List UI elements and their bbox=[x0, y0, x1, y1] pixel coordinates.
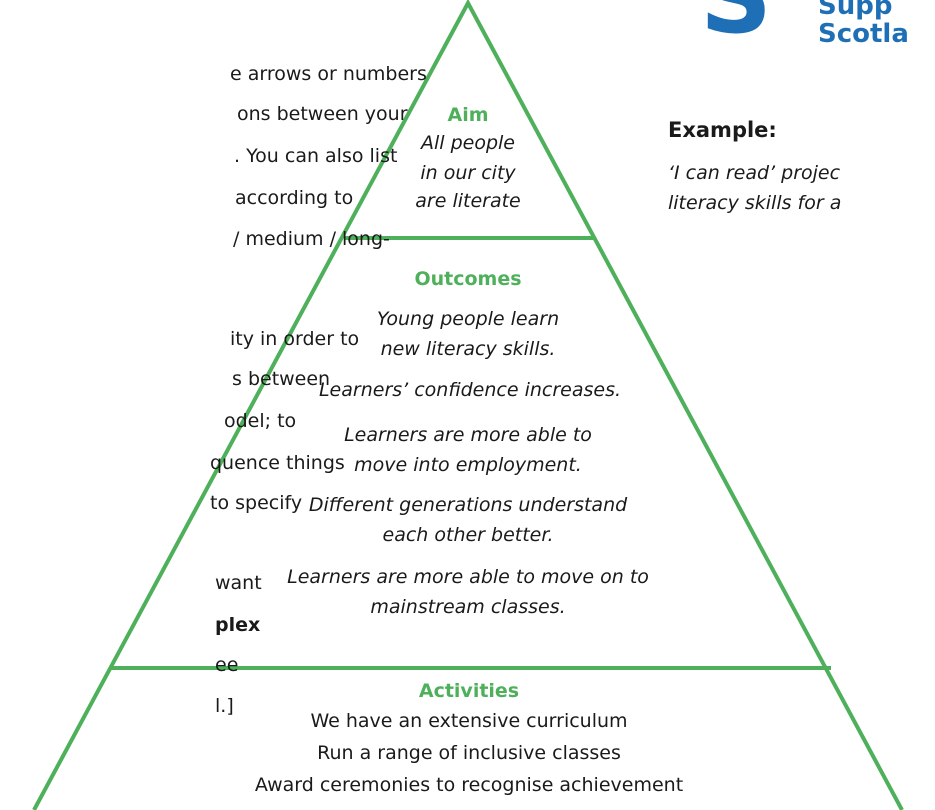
outcome-line: Learners are more able to move on to bbox=[287, 566, 649, 588]
left-text-line: want bbox=[215, 572, 262, 594]
aim-line: are literate bbox=[415, 190, 521, 212]
logo-text: Supp Scotla bbox=[818, 0, 909, 48]
left-text-line: s between bbox=[232, 368, 331, 390]
activity-line: Award ceremonies to recognise achievemen… bbox=[254, 774, 684, 796]
outcome-line: Learners’ confidence increases. bbox=[318, 379, 622, 401]
left-text-line: e arrows or numbers bbox=[230, 63, 427, 85]
outcome-line: Different generations understand bbox=[308, 494, 628, 516]
aim-line: All people bbox=[421, 132, 515, 154]
left-text-line: / medium / long- bbox=[233, 228, 390, 250]
outcome-line: new literacy skills. bbox=[380, 338, 556, 360]
logo-line-1: Supp bbox=[818, 0, 893, 21]
activity-line: We have an extensive curriculum bbox=[310, 710, 628, 732]
left-text-line: to specify bbox=[210, 492, 303, 514]
left-text-line: odel; to bbox=[224, 410, 297, 432]
left-text-line: . You can also list bbox=[234, 145, 398, 167]
left-text-line: plex bbox=[215, 614, 261, 636]
left-text-line: quence things bbox=[210, 452, 345, 474]
outcome-line: mainstream classes. bbox=[370, 596, 566, 618]
left-text-line: ons between your bbox=[237, 103, 408, 125]
left-text-line-link: l.] bbox=[215, 695, 234, 717]
left-text-line: according to bbox=[235, 187, 354, 209]
aim-line: in our city bbox=[420, 162, 516, 184]
logo-mark: S bbox=[700, 0, 772, 48]
aim-heading: Aim bbox=[447, 104, 489, 126]
left-text-line: ee bbox=[215, 654, 239, 676]
outcomes-heading: Outcomes bbox=[414, 268, 522, 290]
activities-heading: Activities bbox=[418, 680, 520, 702]
outcome-line: each other better. bbox=[382, 524, 554, 546]
left-text-line: ity in order to bbox=[230, 328, 360, 350]
outcome-line: move into employment. bbox=[354, 454, 582, 476]
example-heading: Example: bbox=[668, 118, 777, 142]
example-line-2: literacy skills for a bbox=[668, 192, 842, 214]
outcome-line: Learners are more able to bbox=[344, 424, 592, 446]
example-line-1: ‘I can read’ projec bbox=[668, 162, 841, 184]
pyramid-outline bbox=[32, 0, 904, 810]
outcome-line: Young people learn bbox=[376, 308, 560, 330]
logo-line-2: Scotla bbox=[818, 19, 909, 49]
activity-line: Run a range of inclusive classes bbox=[317, 742, 621, 764]
